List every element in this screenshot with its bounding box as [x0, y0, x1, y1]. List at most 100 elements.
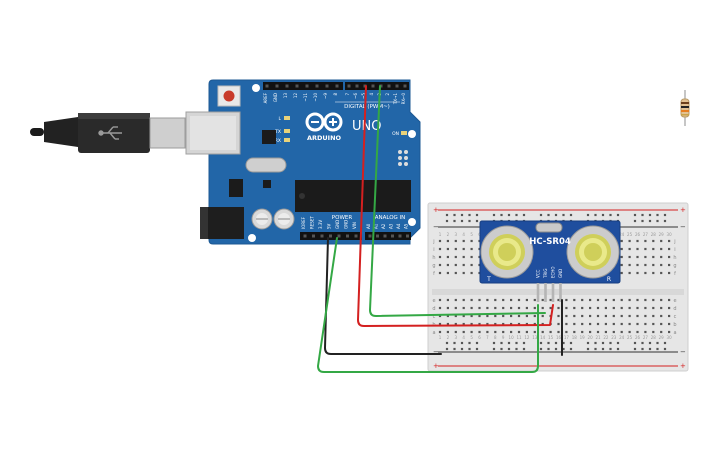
breadboard-hole[interactable] [494, 298, 497, 302]
rail-hole[interactable] [468, 219, 471, 223]
rail-hole[interactable] [522, 347, 526, 351]
rail-hole[interactable] [460, 219, 464, 223]
breadboard-hole[interactable] [525, 314, 528, 318]
rail-hole[interactable] [522, 213, 526, 217]
breadboard-hole[interactable] [620, 306, 623, 310]
breadboard-hole[interactable] [502, 306, 505, 310]
breadboard-hole[interactable] [644, 322, 647, 326]
breadboard-hole[interactable] [446, 298, 449, 302]
breadboard-hole[interactable] [478, 306, 481, 310]
breadboard-hole[interactable] [644, 314, 647, 318]
digital-pin[interactable] [295, 84, 299, 88]
power-pin[interactable] [303, 234, 307, 238]
rail-hole[interactable] [586, 341, 590, 345]
breadboard-hole[interactable] [557, 306, 560, 310]
breadboard-hole[interactable] [652, 306, 655, 310]
breadboard-hole[interactable] [454, 255, 457, 259]
breadboard-hole[interactable] [660, 322, 663, 326]
breadboard-hole[interactable] [620, 247, 623, 251]
breadboard-hole[interactable] [462, 239, 465, 243]
breadboard-hole[interactable] [660, 306, 663, 310]
rail-hole[interactable] [539, 341, 543, 345]
rail-hole[interactable] [554, 213, 558, 217]
breadboard-hole[interactable] [438, 322, 442, 326]
breadboard-hole[interactable] [510, 330, 513, 334]
rail-hole[interactable] [616, 213, 620, 217]
rail-hole[interactable] [475, 347, 479, 351]
breadboard-hole[interactable] [644, 247, 647, 251]
breadboard-hole[interactable] [470, 330, 473, 334]
breadboard-hole[interactable] [486, 330, 489, 334]
rail-hole[interactable] [601, 213, 605, 217]
digital-pin[interactable] [285, 84, 289, 88]
rail-hole[interactable] [641, 347, 644, 351]
breadboard-hole[interactable] [549, 330, 552, 334]
breadboard-hole[interactable] [644, 306, 647, 310]
digital-pin[interactable] [305, 84, 309, 88]
breadboard-hole[interactable] [462, 247, 465, 251]
breadboard-hole[interactable] [636, 322, 639, 326]
resistor[interactable] [680, 90, 690, 126]
breadboard-hole[interactable] [668, 330, 671, 334]
wire-green-5v-to-vcc[interactable] [317, 237, 539, 373]
breadboard-hole[interactable] [533, 330, 536, 334]
breadboard-hole[interactable] [470, 263, 473, 267]
breadboard-hole[interactable] [557, 322, 560, 326]
rail-hole[interactable] [554, 341, 558, 345]
rail-hole[interactable] [609, 347, 612, 351]
breadboard-hole[interactable] [454, 322, 457, 326]
analog-pin[interactable] [376, 234, 379, 238]
breadboard-hole[interactable] [581, 322, 584, 326]
breadboard-hole[interactable] [510, 298, 513, 302]
breadboard-hole[interactable] [628, 263, 631, 267]
breadboard-hole[interactable] [644, 298, 647, 302]
breadboard-hole[interactable] [454, 330, 457, 334]
breadboard-hole[interactable] [652, 322, 655, 326]
breadboard-hole[interactable] [494, 314, 497, 318]
breadboard-hole[interactable] [589, 314, 592, 318]
breadboard-hole[interactable] [517, 330, 521, 334]
breadboard-hole[interactable] [636, 330, 639, 334]
breadboard-hole[interactable] [549, 298, 552, 302]
rail-hole[interactable] [500, 347, 503, 351]
breadboard-hole[interactable] [620, 322, 623, 326]
breadboard-hole[interactable] [652, 255, 655, 259]
rail-hole[interactable] [515, 341, 518, 345]
breadboard-hole[interactable] [604, 314, 607, 318]
breadboard-hole[interactable] [660, 298, 663, 302]
breadboard-hole[interactable] [620, 314, 623, 318]
digital-pin[interactable] [325, 84, 329, 88]
breadboard-hole[interactable] [596, 314, 600, 318]
breadboard-hole[interactable] [541, 298, 544, 302]
breadboard-hole[interactable] [652, 330, 655, 334]
rail-hole[interactable] [562, 341, 565, 345]
digital-pin[interactable] [347, 84, 351, 88]
rail-hole[interactable] [641, 213, 644, 217]
power-pin[interactable] [346, 234, 349, 238]
breadboard-hole[interactable] [620, 330, 623, 334]
rail-hole[interactable] [633, 219, 637, 223]
breadboard-hole[interactable] [573, 330, 576, 334]
rail-hole[interactable] [522, 341, 526, 345]
breadboard-hole[interactable] [438, 298, 442, 302]
rail-hole[interactable] [539, 347, 543, 351]
rail-hole[interactable] [460, 341, 464, 345]
breadboard-hole[interactable] [620, 263, 623, 267]
rail-hole[interactable] [445, 213, 449, 217]
breadboard-hole[interactable] [454, 306, 457, 310]
breadboard-hole[interactable] [454, 239, 457, 243]
breadboard-hole[interactable] [589, 330, 592, 334]
rail-hole[interactable] [601, 341, 605, 345]
analog-pin[interactable] [391, 234, 394, 238]
breadboard-hole[interactable] [636, 255, 639, 259]
breadboard-hole[interactable] [494, 322, 497, 326]
rail-hole[interactable] [656, 347, 659, 351]
breadboard-hole[interactable] [517, 322, 521, 326]
rail-hole[interactable] [594, 347, 597, 351]
breadboard-hole[interactable] [612, 330, 615, 334]
breadboard-hole[interactable] [557, 330, 560, 334]
breadboard-hole[interactable] [525, 306, 528, 310]
breadboard-hole[interactable] [438, 263, 442, 267]
breadboard-hole[interactable] [636, 298, 639, 302]
breadboard-hole[interactable] [652, 239, 655, 243]
